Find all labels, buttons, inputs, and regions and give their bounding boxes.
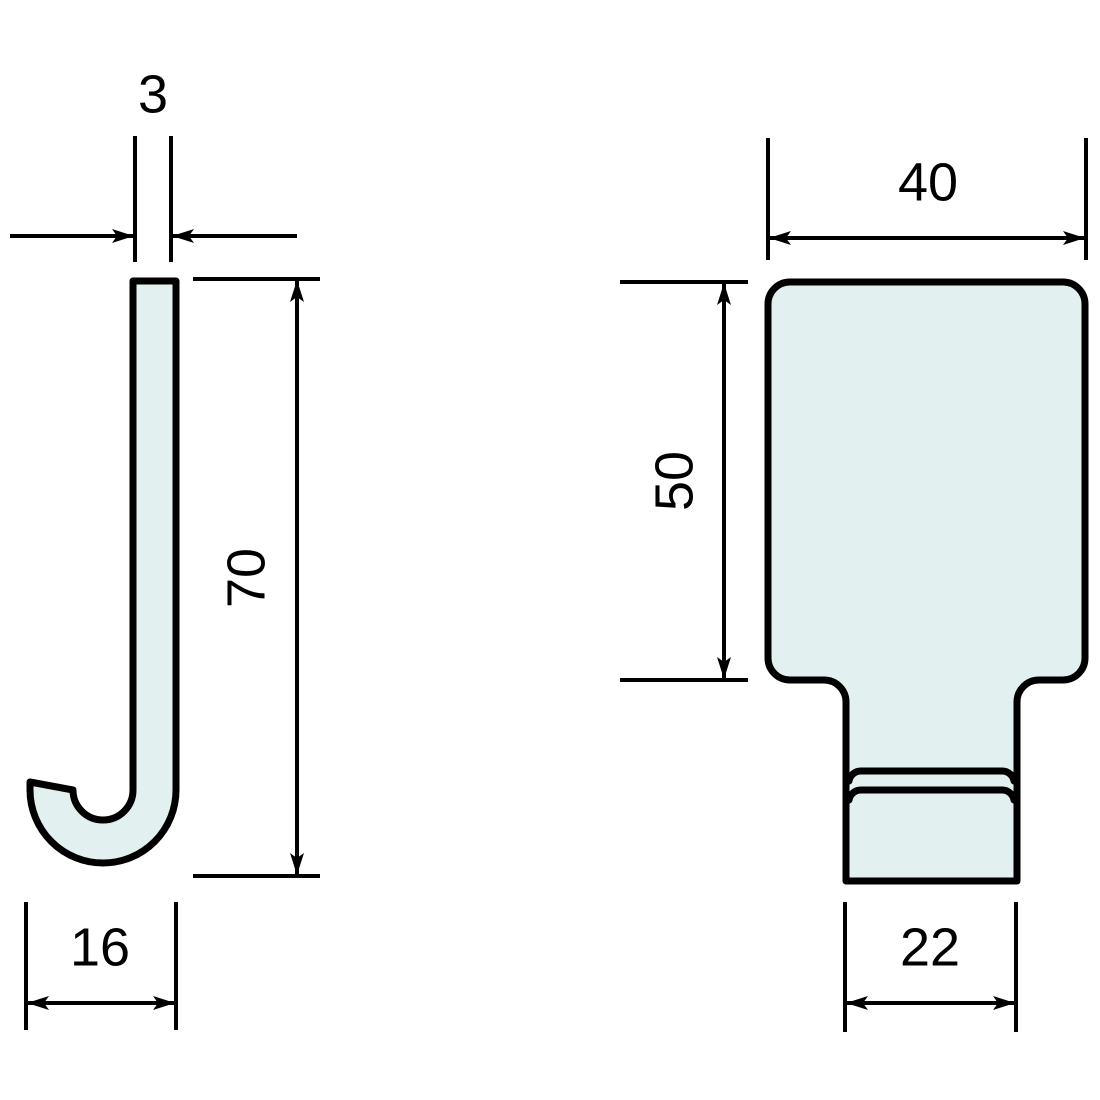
tab-bend-line-upper xyxy=(845,767,1018,785)
front-view-group: 40 50 22 xyxy=(620,138,1089,1032)
dimension-tab-width-22: 22 xyxy=(843,902,1018,1032)
plate-tab-profile xyxy=(764,278,1089,885)
dim-label-tab-width: 22 xyxy=(900,917,960,977)
dimension-plate-width-40: 40 xyxy=(766,138,1088,260)
side-view-group: 3 70 16 xyxy=(10,64,320,1030)
dimension-plate-height-50: 50 xyxy=(620,280,748,682)
dimension-hook-width-16: 16 xyxy=(24,902,178,1030)
dimension-thickness-3: 3 xyxy=(10,64,297,262)
dim-label-plate-height: 50 xyxy=(644,451,704,511)
dim-label-hook-width: 16 xyxy=(70,917,130,977)
j-hook-profile xyxy=(26,277,180,867)
dim-label-plate-width: 40 xyxy=(898,152,958,212)
dim-label-thickness: 3 xyxy=(138,64,168,124)
tab-bend-line-lower xyxy=(845,786,1018,804)
dimension-height-70: 70 xyxy=(193,277,320,878)
dim-label-height: 70 xyxy=(216,548,276,608)
